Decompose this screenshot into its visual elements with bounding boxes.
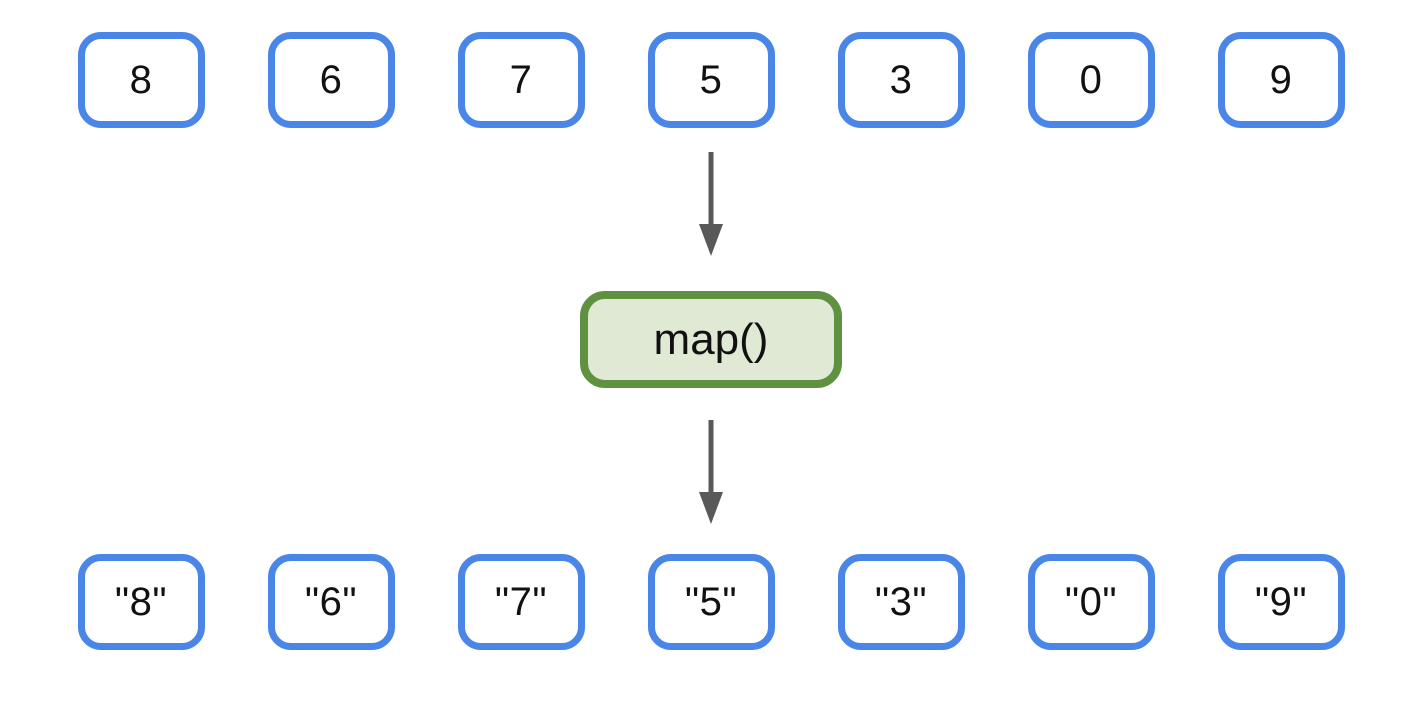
arrow-down-icon <box>699 420 723 524</box>
map-function-label: map() <box>653 314 769 364</box>
arrow-down-icon <box>699 152 723 256</box>
input-cell: 8 <box>77 32 205 128</box>
map-function-box: map() <box>580 291 842 388</box>
input-cell: 9 <box>1217 32 1345 128</box>
input-cell: 7 <box>457 32 585 128</box>
output-cell: "3" <box>837 554 965 650</box>
output-cell: "0" <box>1027 554 1155 650</box>
input-cell: 5 <box>647 32 775 128</box>
output-cell: "6" <box>267 554 395 650</box>
output-cell: "7" <box>457 554 585 650</box>
output-row: "8" "6" "7" "5" "3" "0" "9" <box>0 554 1422 650</box>
output-cell: "8" <box>77 554 205 650</box>
input-cell: 3 <box>837 32 965 128</box>
input-cell: 6 <box>267 32 395 128</box>
input-cell: 0 <box>1027 32 1155 128</box>
output-cell: "5" <box>647 554 775 650</box>
output-cell: "9" <box>1217 554 1345 650</box>
